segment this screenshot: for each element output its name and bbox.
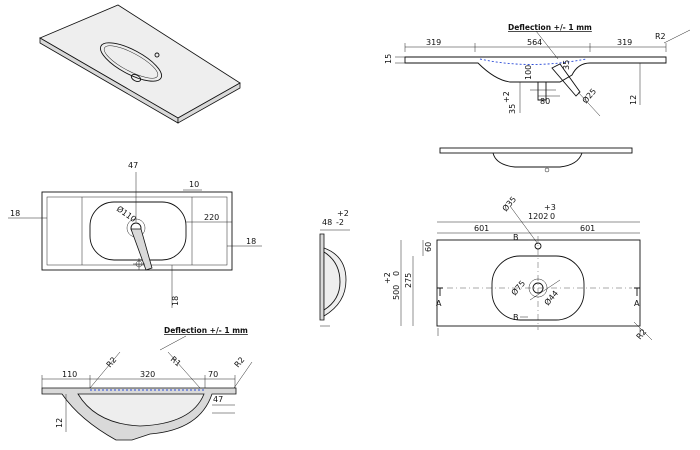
dim-18-left: 18	[10, 209, 20, 218]
section-b-top: B	[513, 233, 519, 242]
deflection-note-bottom: Deflection +/- 1 mm	[164, 326, 248, 335]
dim-70: 70	[208, 370, 218, 379]
dim-564: 564	[527, 38, 542, 47]
dim-319-left: 319	[426, 38, 441, 47]
dim-12-edge: 12	[629, 95, 638, 105]
dim-10-side: 10	[189, 180, 199, 189]
dim-waste-75: Ø75	[509, 278, 527, 297]
section-a-right: A	[634, 299, 640, 308]
dim-80: 80	[540, 97, 550, 106]
dim-275: 275	[404, 273, 413, 288]
dim-47-depth: 47	[213, 395, 223, 404]
dim-tap-35: Ø35	[500, 194, 518, 213]
dim-minus-2: -2	[336, 218, 344, 227]
dim-320: 320	[140, 370, 155, 379]
dim-110: 110	[62, 370, 77, 379]
dim-waste-44: Ø44	[542, 288, 560, 307]
isometric-view	[39, 4, 241, 124]
dim-0-side: 0	[392, 271, 401, 276]
dim-r2-top: R2	[655, 32, 666, 41]
dim-18-bottom: 18	[171, 296, 180, 306]
dim-35: 35	[562, 60, 571, 70]
dim-18-right: 18	[246, 237, 256, 246]
dim-waste-25: Ø25	[580, 86, 598, 105]
dim-plus-2-profile: +2	[337, 209, 349, 218]
dim-r2-right: R2	[233, 355, 247, 369]
dim-220: 220	[204, 213, 219, 222]
plan-right: +3 1202 0 601 601 Ø35 A A B B +2 500 0 2…	[383, 194, 653, 341]
dim-500: 500	[392, 285, 401, 300]
section-a-left: A	[436, 299, 442, 308]
bottom-section: Deflection +/- 1 mm 110 320 70 R2 R1 R2 …	[41, 326, 253, 441]
dim-319-right: 319	[617, 38, 632, 47]
front-section-top: Deflection +/- 1 mm 319 564 319 R2 15 12…	[384, 23, 691, 117]
dim-plus-3: +3	[544, 203, 556, 212]
dim-12-bottom: 12	[55, 418, 64, 428]
dim-100: 100	[524, 65, 533, 80]
dim-15-thickness: 15	[384, 54, 393, 64]
dim-1202: 1202	[528, 212, 548, 221]
dim-plus-2-side: +2	[383, 272, 392, 284]
dim-601-right: 601	[580, 224, 595, 233]
dim-35-lower: 35	[508, 104, 517, 114]
dim-plus-2: +2	[502, 91, 511, 103]
dim-0-top: 0	[550, 212, 555, 221]
plan-left: 47 10 18 220 18 18 Ø110	[8, 161, 262, 308]
dim-60: 60	[424, 242, 433, 252]
dim-601-left: 601	[474, 224, 489, 233]
side-profile: +2 48 -2	[319, 209, 350, 327]
dim-48: 48	[322, 218, 332, 227]
section-b-bottom: B	[513, 313, 519, 322]
side-elevation	[439, 147, 633, 173]
dim-110-hole: Ø110	[115, 203, 138, 224]
dim-47-top: 47	[128, 161, 138, 170]
deflection-note-top: Deflection +/- 1 mm	[508, 23, 592, 32]
